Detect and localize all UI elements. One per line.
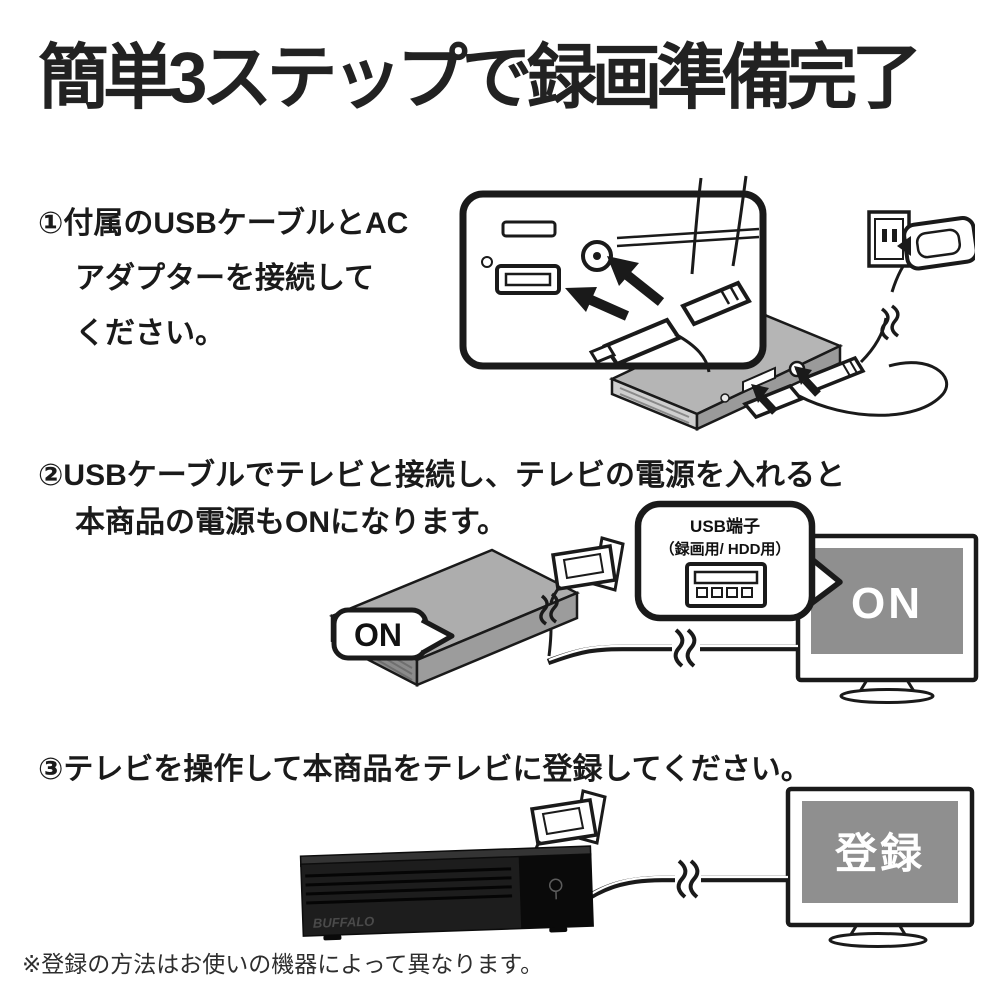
footer-note: ※登録の方法はお使いの機器によって異なります。 — [22, 951, 544, 977]
usb-plug — [742, 383, 804, 420]
step2-illustration: ON — [329, 500, 979, 704]
step1-illustration — [459, 175, 975, 431]
step3-text: ③テレビを操作して本商品をテレビに登録してください。 — [38, 748, 811, 792]
usb-callout-line1: USB端子 — [690, 516, 760, 536]
tv-screen — [802, 801, 958, 903]
step2-text: ②USBケーブルでテレビと接続し、テレビの電源を入れると 本商品の電源もONにな… — [38, 452, 845, 546]
step1-line3: ください。 — [75, 317, 225, 350]
tv-screen — [811, 548, 963, 654]
tv-register-label: 登録 — [834, 830, 925, 877]
step2-line1: ②USBケーブルでテレビと接続し、テレビの電源を入れると — [38, 459, 845, 492]
usb-connector — [539, 536, 625, 657]
tv-on: ON — [795, 533, 979, 704]
rear-usb-port — [742, 366, 776, 394]
tv-register: 登録 — [785, 786, 975, 948]
buffalo-hdd: BUFFALO — [299, 845, 594, 941]
step1-text: ①付属のUSBケーブルとAC アダプターを接続して ください。 — [38, 196, 408, 361]
device-on-label: ON — [354, 617, 402, 653]
step3-line1: ③テレビを操作して本商品をテレビに登録してください。 — [38, 753, 811, 786]
page-title: 簡単3ステップで録画準備完了 — [38, 39, 923, 118]
magnifier-callout — [459, 175, 767, 373]
plug-arrow — [897, 236, 911, 256]
ac-adapter — [902, 215, 975, 271]
brand-logo-label: BUFFALO — [313, 914, 375, 931]
usb-cable — [546, 628, 798, 668]
usb-terminal-callout: USB端子 （録画用/ HDD用） — [634, 500, 843, 622]
cables-line-art — [742, 254, 949, 420]
step1-line1: ①付属のUSBケーブルとAC — [38, 207, 409, 240]
step1-line2: アダプターを接続して — [75, 262, 375, 295]
usb-cable — [578, 859, 788, 906]
tv-on-label: ON — [851, 579, 923, 628]
usb-callout-line2: （録画用/ HDD用） — [660, 540, 791, 558]
step3-illustration: 登録 — [299, 786, 975, 948]
usb-port-icon — [685, 562, 767, 608]
wall-outlet — [867, 210, 911, 268]
dc-plug-zoom — [680, 280, 752, 327]
step2-line2: 本商品の電源もONになります。 — [75, 506, 507, 539]
on-speech-bubble: ON — [331, 607, 455, 661]
